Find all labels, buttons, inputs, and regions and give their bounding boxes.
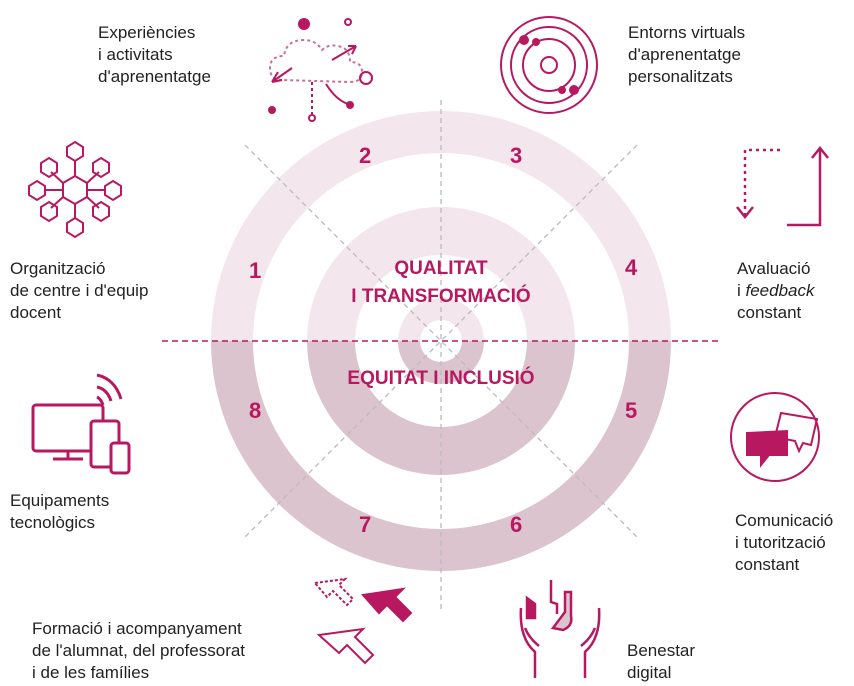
segment-4-line-3: constant	[737, 303, 802, 322]
segment-number-8: 8	[249, 398, 262, 423]
segment-number-7: 7	[359, 512, 372, 537]
segment-4-line-1: Avaluació	[737, 259, 811, 278]
segment-1-line-2: de centre i d'equip	[10, 281, 149, 300]
center-top-line2: I TRANSFORMACIÓ	[351, 286, 531, 307]
segment-8-line-2: tecnològics	[10, 513, 96, 532]
segment-number-2: 2	[359, 143, 372, 168]
segment-6-line-1: Benestar	[627, 641, 696, 660]
segment-label-4: Avaluació i feedback constant	[737, 258, 815, 324]
network-hexagon-icon	[28, 140, 122, 239]
segment-number-3: 3	[510, 143, 523, 168]
segment-5-line-1: Comunicació	[735, 511, 834, 530]
center-top-title: QUALITAT I TRANSFORMACIÓ	[300, 258, 582, 308]
segment-2-line-2: i activitats	[98, 45, 173, 64]
caring-hands-icon	[519, 580, 601, 678]
segment-2-line-1: Experiències	[98, 23, 196, 42]
segment-number-1: 1	[249, 258, 262, 283]
cloud-gears-icon	[268, 18, 373, 122]
segment-7-line-2: de l'alumnat, del professorat	[32, 641, 246, 660]
segment-5-line-2: i tutorització	[735, 533, 826, 552]
segment-8-line-1: Equipaments	[10, 491, 110, 510]
segment-label-6: Benestar digital	[627, 640, 695, 684]
segment-label-7: Formació i acompanyament de l'alumnat, d…	[32, 618, 245, 684]
segment-number-4: 4	[625, 255, 638, 280]
segment-3-line-3: personalitzats	[628, 67, 733, 86]
loop-arrows-icon	[736, 145, 829, 227]
segment-7-line-3: i de les famílies	[32, 663, 150, 682]
chat-bubbles-icon	[730, 392, 820, 482]
segment-4-line-2: i feedback	[737, 281, 815, 300]
segment-label-8: Equipaments tecnològics	[10, 490, 109, 534]
devices-icon	[31, 373, 131, 475]
divider-lines	[244, 100, 638, 610]
segment-1-line-1: Organització	[10, 259, 106, 278]
segment-6-line-2: digital	[627, 663, 672, 682]
cursor-arrows-icon	[313, 577, 413, 665]
segment-7-line-1: Formació i acompanyament	[32, 619, 242, 638]
segment-2-line-3: d'aprenentatge	[98, 67, 211, 86]
segment-label-3: Entorns virtuals d'aprenentatge personal…	[628, 22, 745, 88]
segment-3-line-2: d'aprenentatge	[628, 45, 741, 64]
feedback-word: feedback	[745, 281, 815, 300]
segment-number-5: 5	[625, 398, 638, 423]
segment-number-6: 6	[510, 512, 523, 537]
segment-label-5: Comunicació i tutorització constant	[735, 510, 833, 576]
segment-label-2: Experiències i activitats d'aprenentatge	[98, 22, 211, 88]
center-bottom-title: EQUITAT I INCLUSIÓ	[347, 368, 535, 389]
segment-3-line-1: Entorns virtuals	[628, 23, 746, 42]
segment-1-line-3: docent	[10, 303, 62, 322]
segment-5-line-3: constant	[735, 555, 800, 574]
orbit-icon	[500, 16, 598, 114]
segment-label-1: Organització de centre i d'equip docent	[10, 258, 148, 324]
center-top-line1: QUALITAT	[394, 258, 488, 279]
